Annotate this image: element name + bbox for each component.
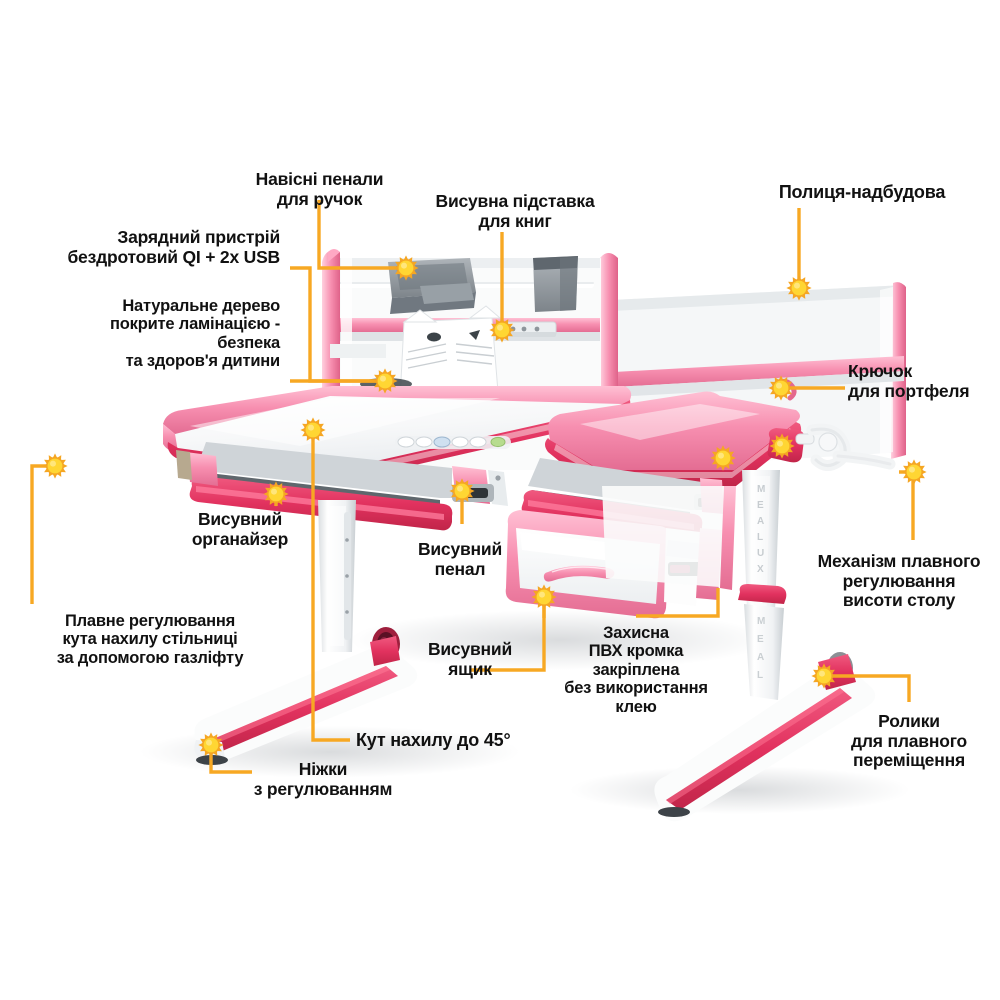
svg-text:M: M [757, 484, 765, 495]
svg-text:E: E [757, 500, 764, 511]
base-foot-right [654, 652, 876, 822]
callout-label-vysuvnyi-yashchyk: Висувний ящик [427, 639, 513, 679]
callout-label-vysuvnyi-orhanaizer: Висувний органайзер [191, 509, 289, 549]
svg-text:E: E [757, 634, 764, 645]
callout-label-mekhanizm-rehulyuvannya: Механізм плавного регулювання висоти сто… [817, 551, 981, 611]
callout-label-navisni-penaly: Навісні пенали для ручок [255, 169, 384, 209]
svg-text:M: M [757, 616, 765, 627]
callout-label-naturalne-derevo: Натуральне дерево покрите ламінацією - б… [110, 297, 280, 371]
control-panel-strip [395, 436, 511, 449]
svg-text:X: X [757, 564, 764, 575]
callout-label-zakhysna-pvkh-kromka: Захисна ПВХ кромка закріплена без викори… [564, 624, 708, 716]
base-foot-left [194, 627, 418, 765]
callout-label-vysuvnyi-penal: Висувний пенал [417, 539, 503, 579]
svg-text:A: A [757, 652, 764, 663]
pen-cup-grey [533, 256, 578, 312]
callout-label-nizhky: Ніжки з регулюванням [253, 759, 393, 799]
column-right: M E A L U X M E A L [738, 470, 787, 700]
svg-text:L: L [757, 532, 763, 543]
callout-label-polytsya-nadbudova: Полиця-надбудова [778, 182, 946, 202]
callout-label-rolyky: Ролики для плавного переміщення [850, 711, 968, 771]
svg-text:U: U [757, 548, 764, 559]
callout-label-vysuvna-pidstavka: Висувна підставка для книг [435, 191, 595, 231]
svg-text:A: A [757, 516, 764, 527]
callout-label-kut-nakhylu: Кут нахилу до 45° [356, 730, 511, 750]
callout-label-kryuchok-dlya-portfelya: Крючок для портфеля [848, 361, 970, 401]
callout-label-plavne-rehulyuvannya-kuta: Плавне регулювання кута нахилу стільниці… [56, 612, 244, 667]
pen-tray-grey [388, 258, 476, 314]
svg-text:L: L [757, 670, 763, 681]
callout-label-zaryadnyi-prystriy: Зарядний пристрій бездротовий QI + 2x US… [67, 227, 280, 267]
